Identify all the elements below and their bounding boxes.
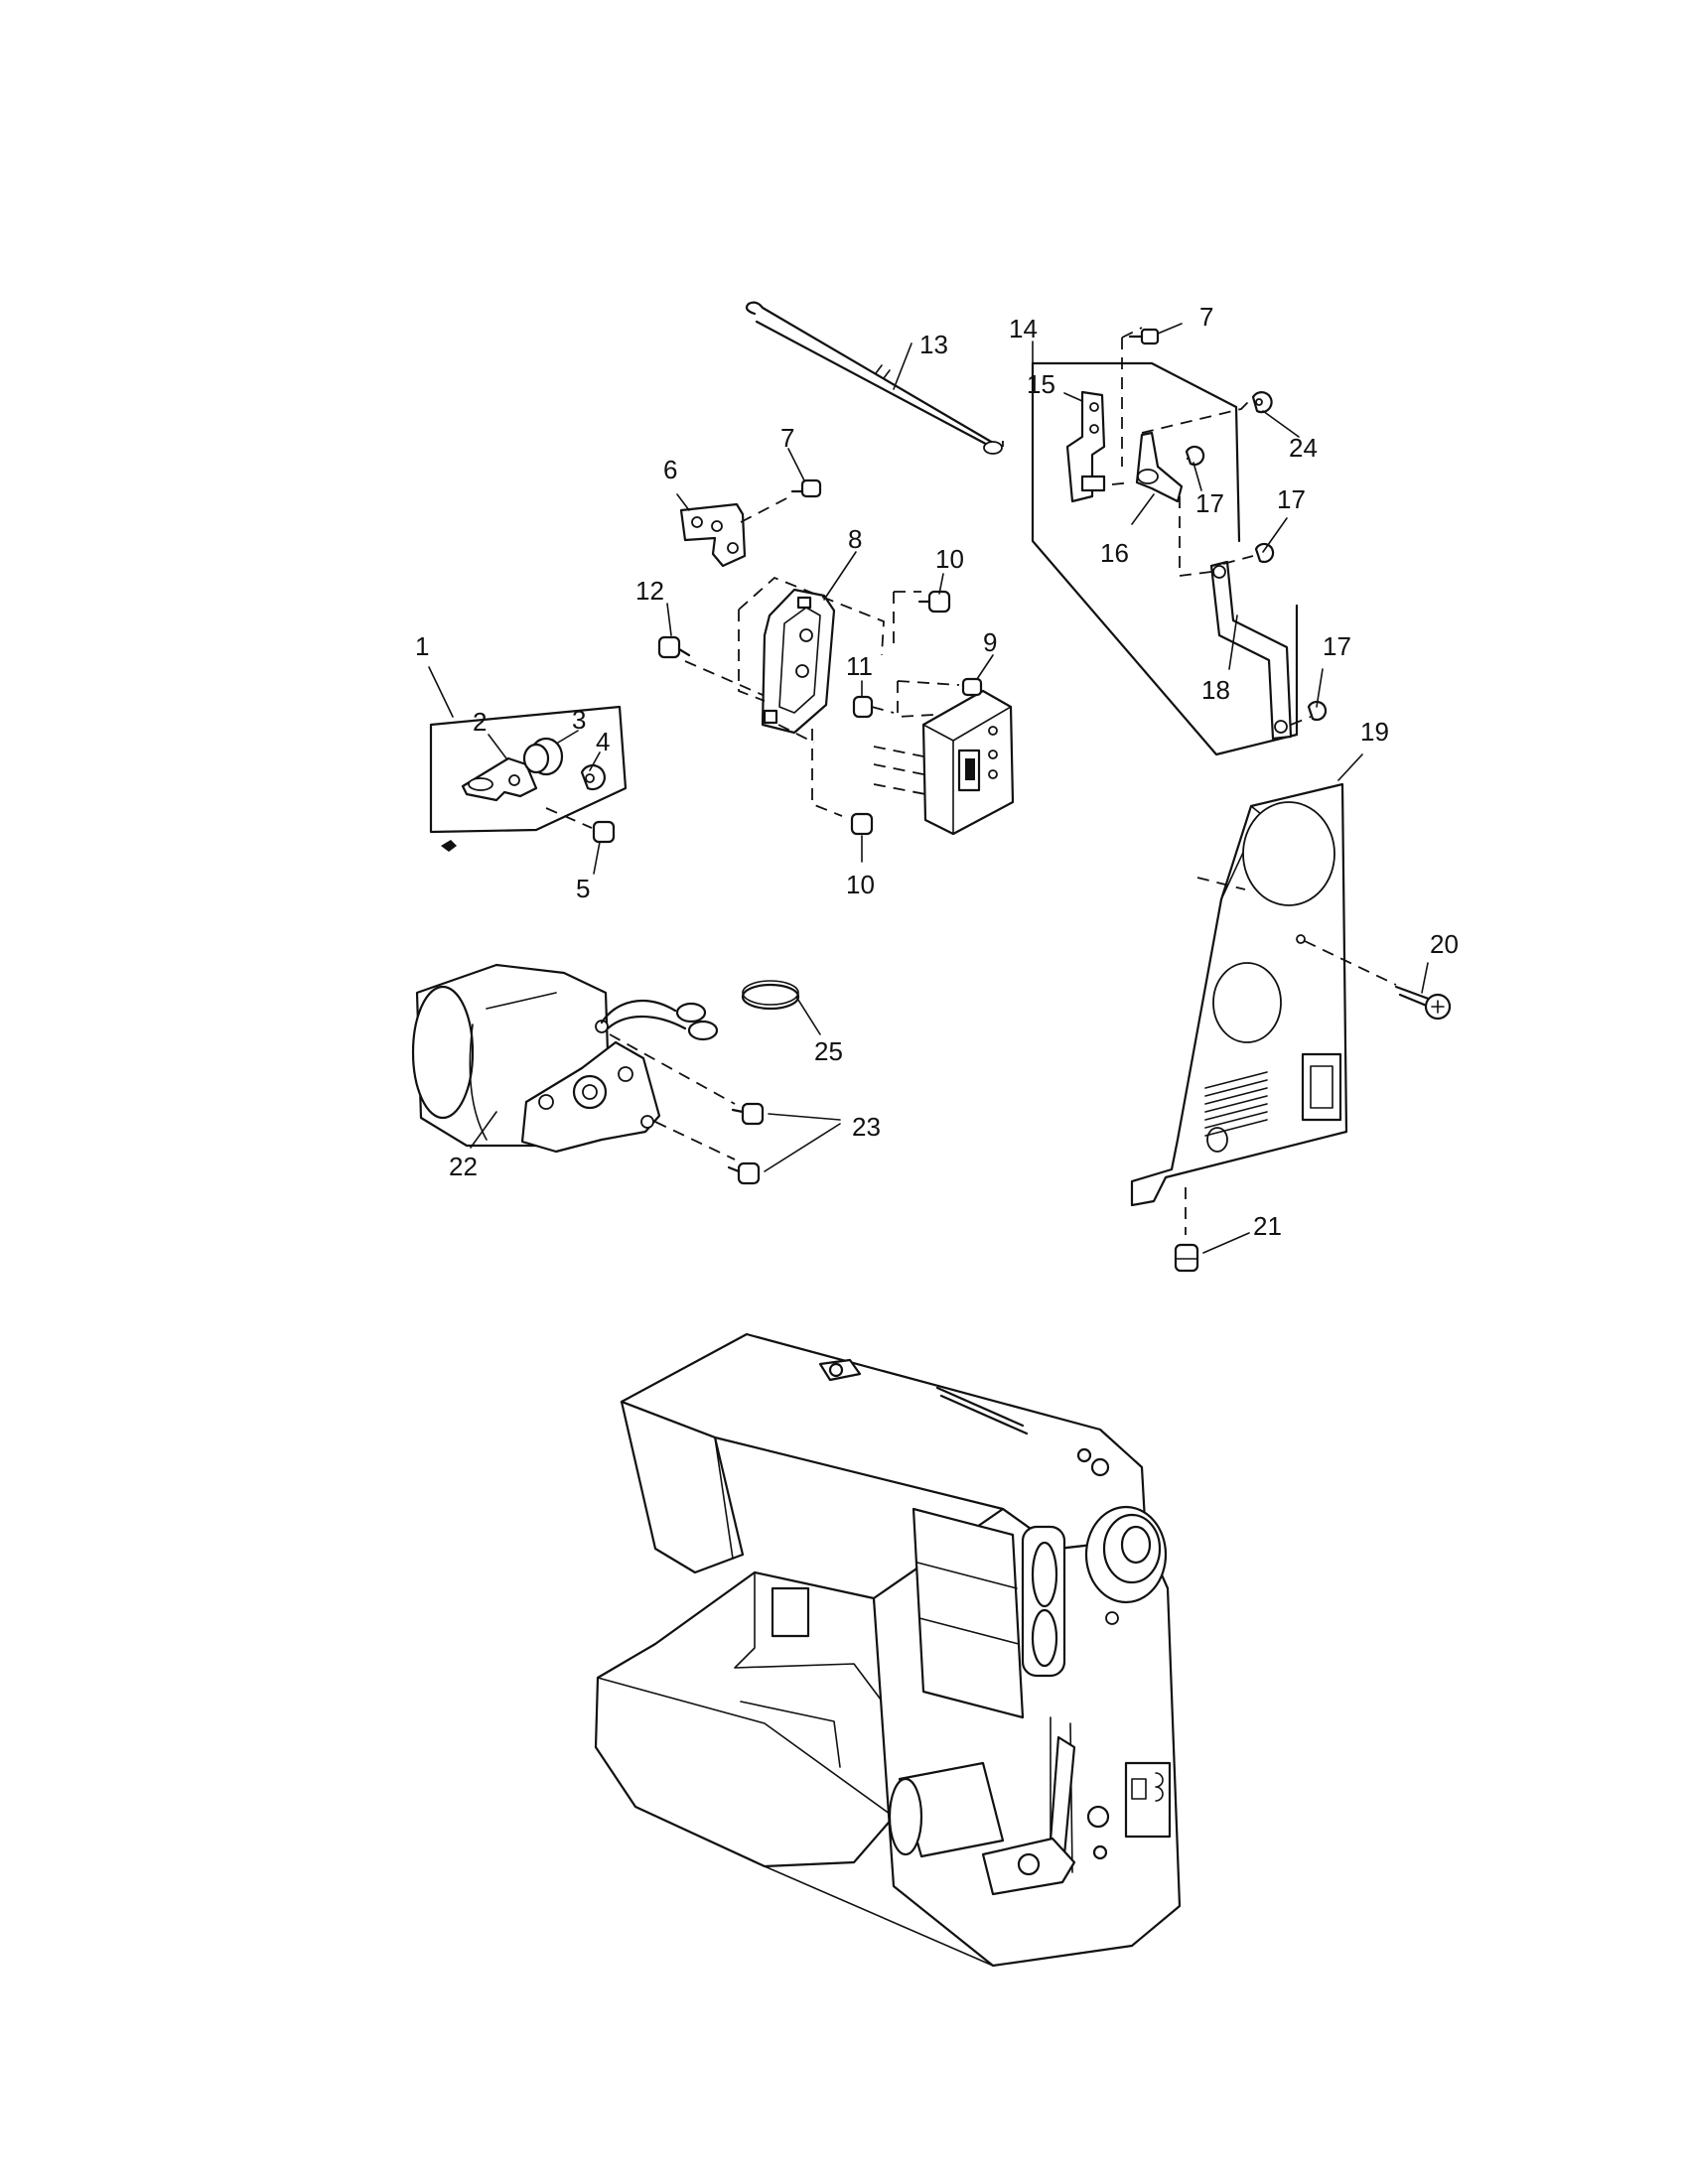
label-part-11: 11 [846, 651, 873, 681]
label-part-2: 2 [473, 707, 487, 737]
screw-21 [1174, 1243, 1199, 1273]
e-ring-24 [1251, 391, 1273, 414]
part-19-cover-panel [1130, 782, 1397, 1235]
label-part-12: 12 [635, 576, 664, 606]
screw-12 [657, 635, 691, 659]
label-part-16: 16 [1100, 538, 1129, 568]
leader-lines [428, 323, 1429, 1254]
screw-7-top [1128, 328, 1160, 345]
label-part-4: 4 [596, 727, 610, 756]
part-25-belt-ring [741, 980, 800, 1011]
label-part-15: 15 [1027, 369, 1055, 399]
screw-10-top [917, 590, 951, 614]
part-1-assembly-frame [429, 705, 628, 834]
screw-11 [852, 695, 895, 719]
assembly-14-guides [1121, 327, 1312, 726]
part-14-assembly-frame [1031, 361, 1299, 756]
label-part-24: 24 [1289, 433, 1318, 463]
part-4-ring [580, 763, 606, 791]
part-19-vents [1204, 1071, 1268, 1137]
part-2-plate [461, 756, 538, 802]
label-part-21: 21 [1253, 1211, 1282, 1241]
part-13-rod [745, 301, 1004, 455]
label-part-3: 3 [572, 705, 586, 735]
screw-10-bottom [850, 812, 874, 836]
label-part-20: 20 [1430, 929, 1459, 959]
sewing-machine-overview [594, 1332, 1182, 1968]
label-part-5: 5 [576, 874, 590, 903]
label-part-23: 23 [852, 1112, 881, 1142]
part-9-switch-box [873, 677, 1015, 836]
label-part-8: 8 [848, 524, 862, 554]
label-part-18: 18 [1201, 675, 1230, 705]
label-part-10-bottom: 10 [846, 870, 875, 899]
label-part-9: 9 [983, 627, 997, 657]
label-part-7-top: 7 [1199, 302, 1213, 332]
part-8-frame [761, 588, 836, 735]
label-part-1: 1 [415, 631, 429, 661]
screw-5 [441, 807, 616, 852]
label-part-6: 6 [663, 455, 677, 484]
part-labels: 1 2 3 4 5 6 7 7 8 9 10 10 11 12 13 14 15… [415, 302, 1459, 1241]
part-18-link [1209, 560, 1293, 741]
e-ring-17b [1254, 542, 1275, 564]
part-3-roller [522, 737, 564, 776]
label-part-7-mid: 7 [780, 423, 794, 453]
part-8-guides [684, 576, 921, 817]
screw-7-mid [740, 478, 822, 523]
part-15-bracket [1065, 390, 1106, 503]
e-ring-17a [1185, 445, 1205, 467]
label-part-17a: 17 [1195, 488, 1224, 518]
label-part-19: 19 [1360, 717, 1389, 747]
label-part-17c: 17 [1323, 631, 1351, 661]
screw-23a [731, 1102, 765, 1126]
part-22-motor [411, 963, 736, 1160]
part-6-bracket [679, 502, 747, 568]
label-part-22: 22 [449, 1152, 478, 1181]
screw-23b [727, 1161, 761, 1185]
screw-20 [1394, 985, 1452, 1021]
part-16-lever [1111, 431, 1184, 503]
label-part-25: 25 [814, 1036, 843, 1066]
label-part-13: 13 [919, 330, 948, 359]
label-part-17b: 17 [1277, 484, 1306, 514]
label-part-10-top: 10 [935, 544, 964, 574]
e-ring-17c [1307, 700, 1328, 722]
label-part-14: 14 [1009, 314, 1038, 343]
